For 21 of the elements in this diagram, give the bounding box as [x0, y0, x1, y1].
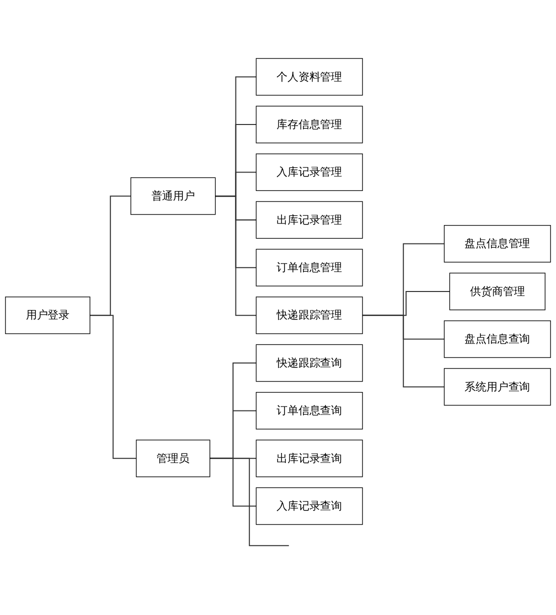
node-box: 出库记录查询: [256, 440, 363, 478]
node-box: 库存信息管理: [256, 106, 363, 144]
connector: [362, 315, 444, 388]
node-box: 盘点信息管理: [444, 225, 551, 263]
connector: [210, 458, 289, 546]
node-box: 快递跟踪查询: [256, 344, 363, 382]
node-box: 订单信息查询: [256, 392, 363, 430]
node-box: 订单信息管理: [256, 249, 363, 287]
node-box: 管理员: [136, 440, 210, 478]
node-box: 快递跟踪管理: [256, 296, 363, 334]
node-box: 系统用户查询: [444, 368, 551, 406]
node-box: 入库记录管理: [256, 154, 363, 192]
connector: [215, 196, 256, 316]
node-box: 供货商管理: [449, 273, 546, 311]
node-box: 入库记录查询: [256, 488, 363, 526]
node-box: 用户登录: [5, 296, 90, 334]
connector: [90, 315, 136, 460]
node-box: 出库记录管理: [256, 202, 363, 240]
node-box: 盘点信息查询: [444, 320, 551, 358]
node-box: 普通用户: [130, 178, 216, 216]
node-box: 个人资料管理: [256, 58, 363, 96]
